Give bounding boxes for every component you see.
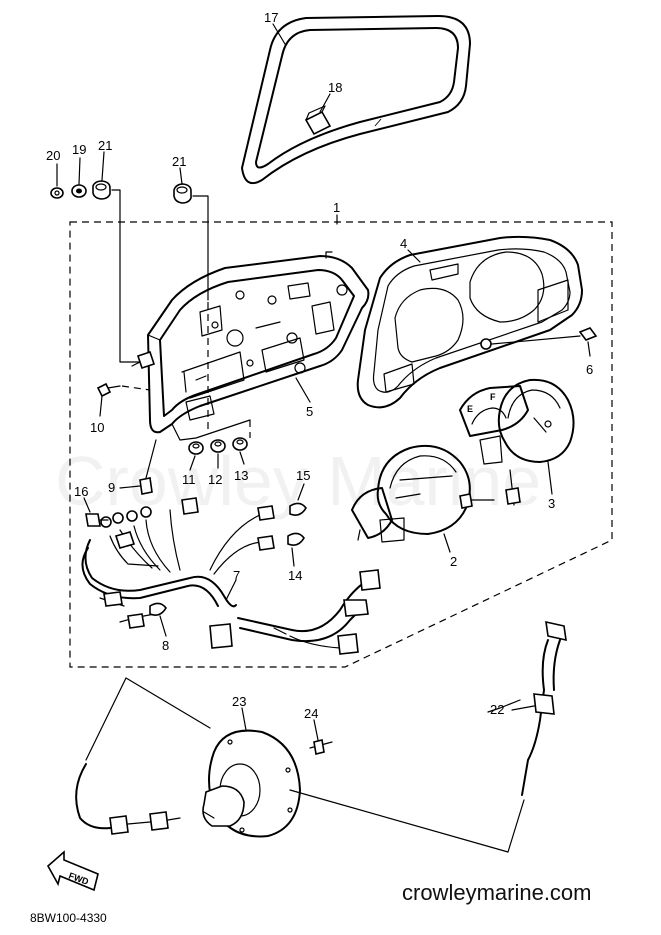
- callout-22: 22: [490, 702, 504, 717]
- gear-housing: [202, 729, 301, 838]
- gauge-empty-letter: E: [467, 404, 473, 414]
- gauge-full-letter: F: [490, 392, 496, 402]
- callout-20: 20: [46, 148, 60, 163]
- tachometer: [351, 444, 495, 543]
- pin: [309, 739, 333, 755]
- callout-9: 9: [108, 480, 115, 495]
- callout-21-right: 21: [172, 154, 186, 169]
- callout-23: 23: [232, 694, 246, 709]
- nut: [50, 187, 64, 199]
- callout-11: 11: [182, 472, 196, 487]
- screw-10: [96, 382, 121, 398]
- callout-5: 5: [306, 404, 313, 419]
- callout-2: 2: [450, 554, 457, 569]
- front-panel: [356, 235, 583, 409]
- callout-12: 12: [208, 472, 222, 487]
- fuel-gauge: E F: [459, 378, 575, 506]
- cover-frame: [241, 15, 471, 184]
- website-url: crowleymarine.com: [402, 880, 592, 905]
- meter-case: [147, 251, 370, 441]
- callout-10: 10: [90, 420, 104, 435]
- callout-19: 19: [72, 142, 86, 157]
- callout-6: 6: [586, 362, 593, 377]
- callout-21-left: 21: [98, 138, 112, 153]
- callout-13: 13: [234, 468, 248, 483]
- grommet-2: [173, 183, 192, 204]
- callout-18: 18: [328, 80, 342, 95]
- washer: [71, 184, 87, 198]
- grommet-set: [188, 437, 248, 455]
- callout-3: 3: [548, 496, 555, 511]
- case-screw: [131, 350, 156, 370]
- assembly-boundary: [69, 221, 613, 668]
- callout-14: 14: [288, 568, 302, 583]
- screw-9: [139, 439, 157, 495]
- callout-17: 17: [264, 10, 278, 25]
- socket: [85, 513, 109, 527]
- grommet: [92, 180, 111, 200]
- callout-7: 7: [233, 568, 240, 583]
- callout-24: 24: [304, 706, 318, 721]
- callout-1: 1: [333, 200, 340, 215]
- bulb: [149, 502, 307, 616]
- callout-16: 16: [74, 484, 88, 499]
- cushion: [304, 105, 332, 136]
- connector: [100, 497, 381, 655]
- panel-screw: [480, 327, 598, 350]
- callout-8: 8: [162, 638, 169, 653]
- drive-cable: [75, 763, 181, 835]
- callout-4: 4: [400, 236, 407, 251]
- callout-15: 15: [296, 468, 310, 483]
- fwd-arrow-icon: FWD: [46, 850, 99, 892]
- diagram-code: 8BW100-4330: [30, 911, 107, 925]
- speedometer-cable: [521, 620, 567, 796]
